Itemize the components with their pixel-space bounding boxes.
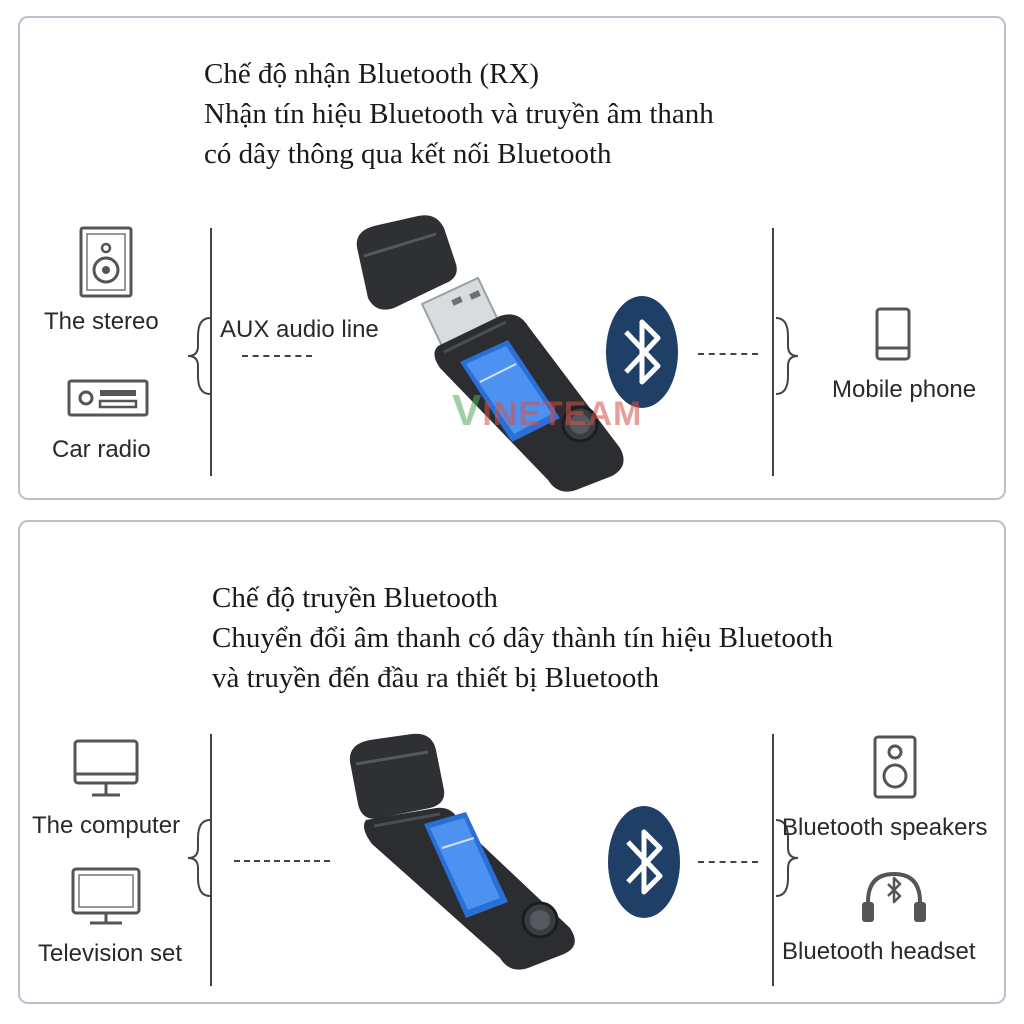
bluetooth-transmitter-device — [349, 733, 575, 970]
tx-heading: Chế độ truyền Bluetooth Chuyển đổi âm th… — [212, 578, 833, 698]
bluetooth-headset-icon — [862, 871, 926, 922]
tx-bluetooth-dashed-line — [698, 861, 758, 863]
rx-heading-line-2: Nhận tín hiệu Bluetooth và truyền âm tha… — [204, 98, 714, 130]
bluetooth-adapter-device — [356, 215, 624, 492]
rx-left-divider — [210, 228, 212, 476]
aux-audio-line-label: AUX audio line — [220, 316, 379, 343]
bluetooth-speaker-icon — [873, 735, 917, 799]
rx-bluetooth-dashed-line — [698, 353, 758, 355]
bluetooth-icon — [608, 806, 680, 918]
car-radio-label: Car radio — [52, 436, 151, 463]
tx-heading-line-3: và truyền đến đầu ra thiết bị Bluetooth — [212, 662, 659, 694]
computer-label: The computer — [32, 812, 181, 839]
mobile-phone-label: Mobile phone — [832, 376, 977, 403]
vineteam-watermark: VINETEAM — [452, 386, 643, 435]
car-radio-icon — [67, 379, 149, 417]
rx-mode-panel: Chế độ nhận Bluetooth (RX) Nhận tín hiệu… — [18, 16, 1006, 500]
rx-right-brace — [775, 317, 799, 395]
bluetooth-headset-label: Bluetooth headset — [782, 938, 976, 965]
television-label: Television set — [38, 940, 183, 967]
tx-input-dashed-line — [234, 860, 330, 862]
rx-right-divider — [772, 228, 774, 476]
rx-heading-line-1: Chế độ nhận Bluetooth (RX) — [204, 58, 540, 90]
computer-monitor-icon — [73, 739, 139, 797]
tx-mode-panel: Chế độ truyền Bluetooth Chuyển đổi âm th… — [18, 520, 1006, 1004]
rx-left-brace — [187, 317, 211, 395]
television-icon — [71, 867, 141, 925]
bluetooth-icon — [606, 296, 678, 408]
mobile-phone-icon — [875, 307, 911, 361]
rx-aux-dashed-line — [242, 355, 312, 357]
tx-left-brace — [187, 819, 211, 897]
bluetooth-speakers-label: Bluetooth speakers — [782, 814, 988, 841]
tx-left-divider — [210, 734, 212, 986]
tx-right-divider — [772, 734, 774, 986]
stereo-label: The stereo — [44, 308, 159, 335]
rx-heading: Chế độ nhận Bluetooth (RX) Nhận tín hiệu… — [204, 54, 714, 174]
tx-heading-line-1: Chế độ truyền Bluetooth — [212, 582, 498, 614]
rx-heading-line-3: có dây thông qua kết nối Bluetooth — [204, 138, 612, 170]
tx-right-brace — [775, 819, 799, 897]
tx-heading-line-2: Chuyển đổi âm thanh có dây thành tín hiệ… — [212, 622, 833, 654]
stereo-speaker-icon — [79, 226, 133, 298]
